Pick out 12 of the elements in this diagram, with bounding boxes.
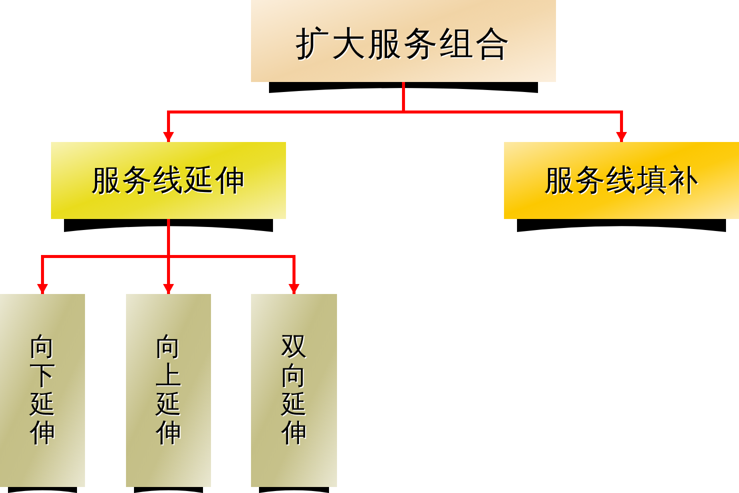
box-label: 扩大服务组合 <box>296 22 512 66</box>
box-label: 双向延伸 <box>281 333 307 448</box>
box-label: 向上延伸 <box>156 333 182 448</box>
box-label: 服务线填补 <box>544 162 699 200</box>
box-label: 向下延伸 <box>30 333 56 448</box>
column-box <box>0 294 85 487</box>
process-box <box>251 0 556 82</box>
box-label: 服务线延伸 <box>91 162 246 200</box>
column-box <box>251 294 337 487</box>
process-box <box>504 142 739 219</box>
process-box <box>51 142 286 219</box>
column-box <box>126 294 211 487</box>
